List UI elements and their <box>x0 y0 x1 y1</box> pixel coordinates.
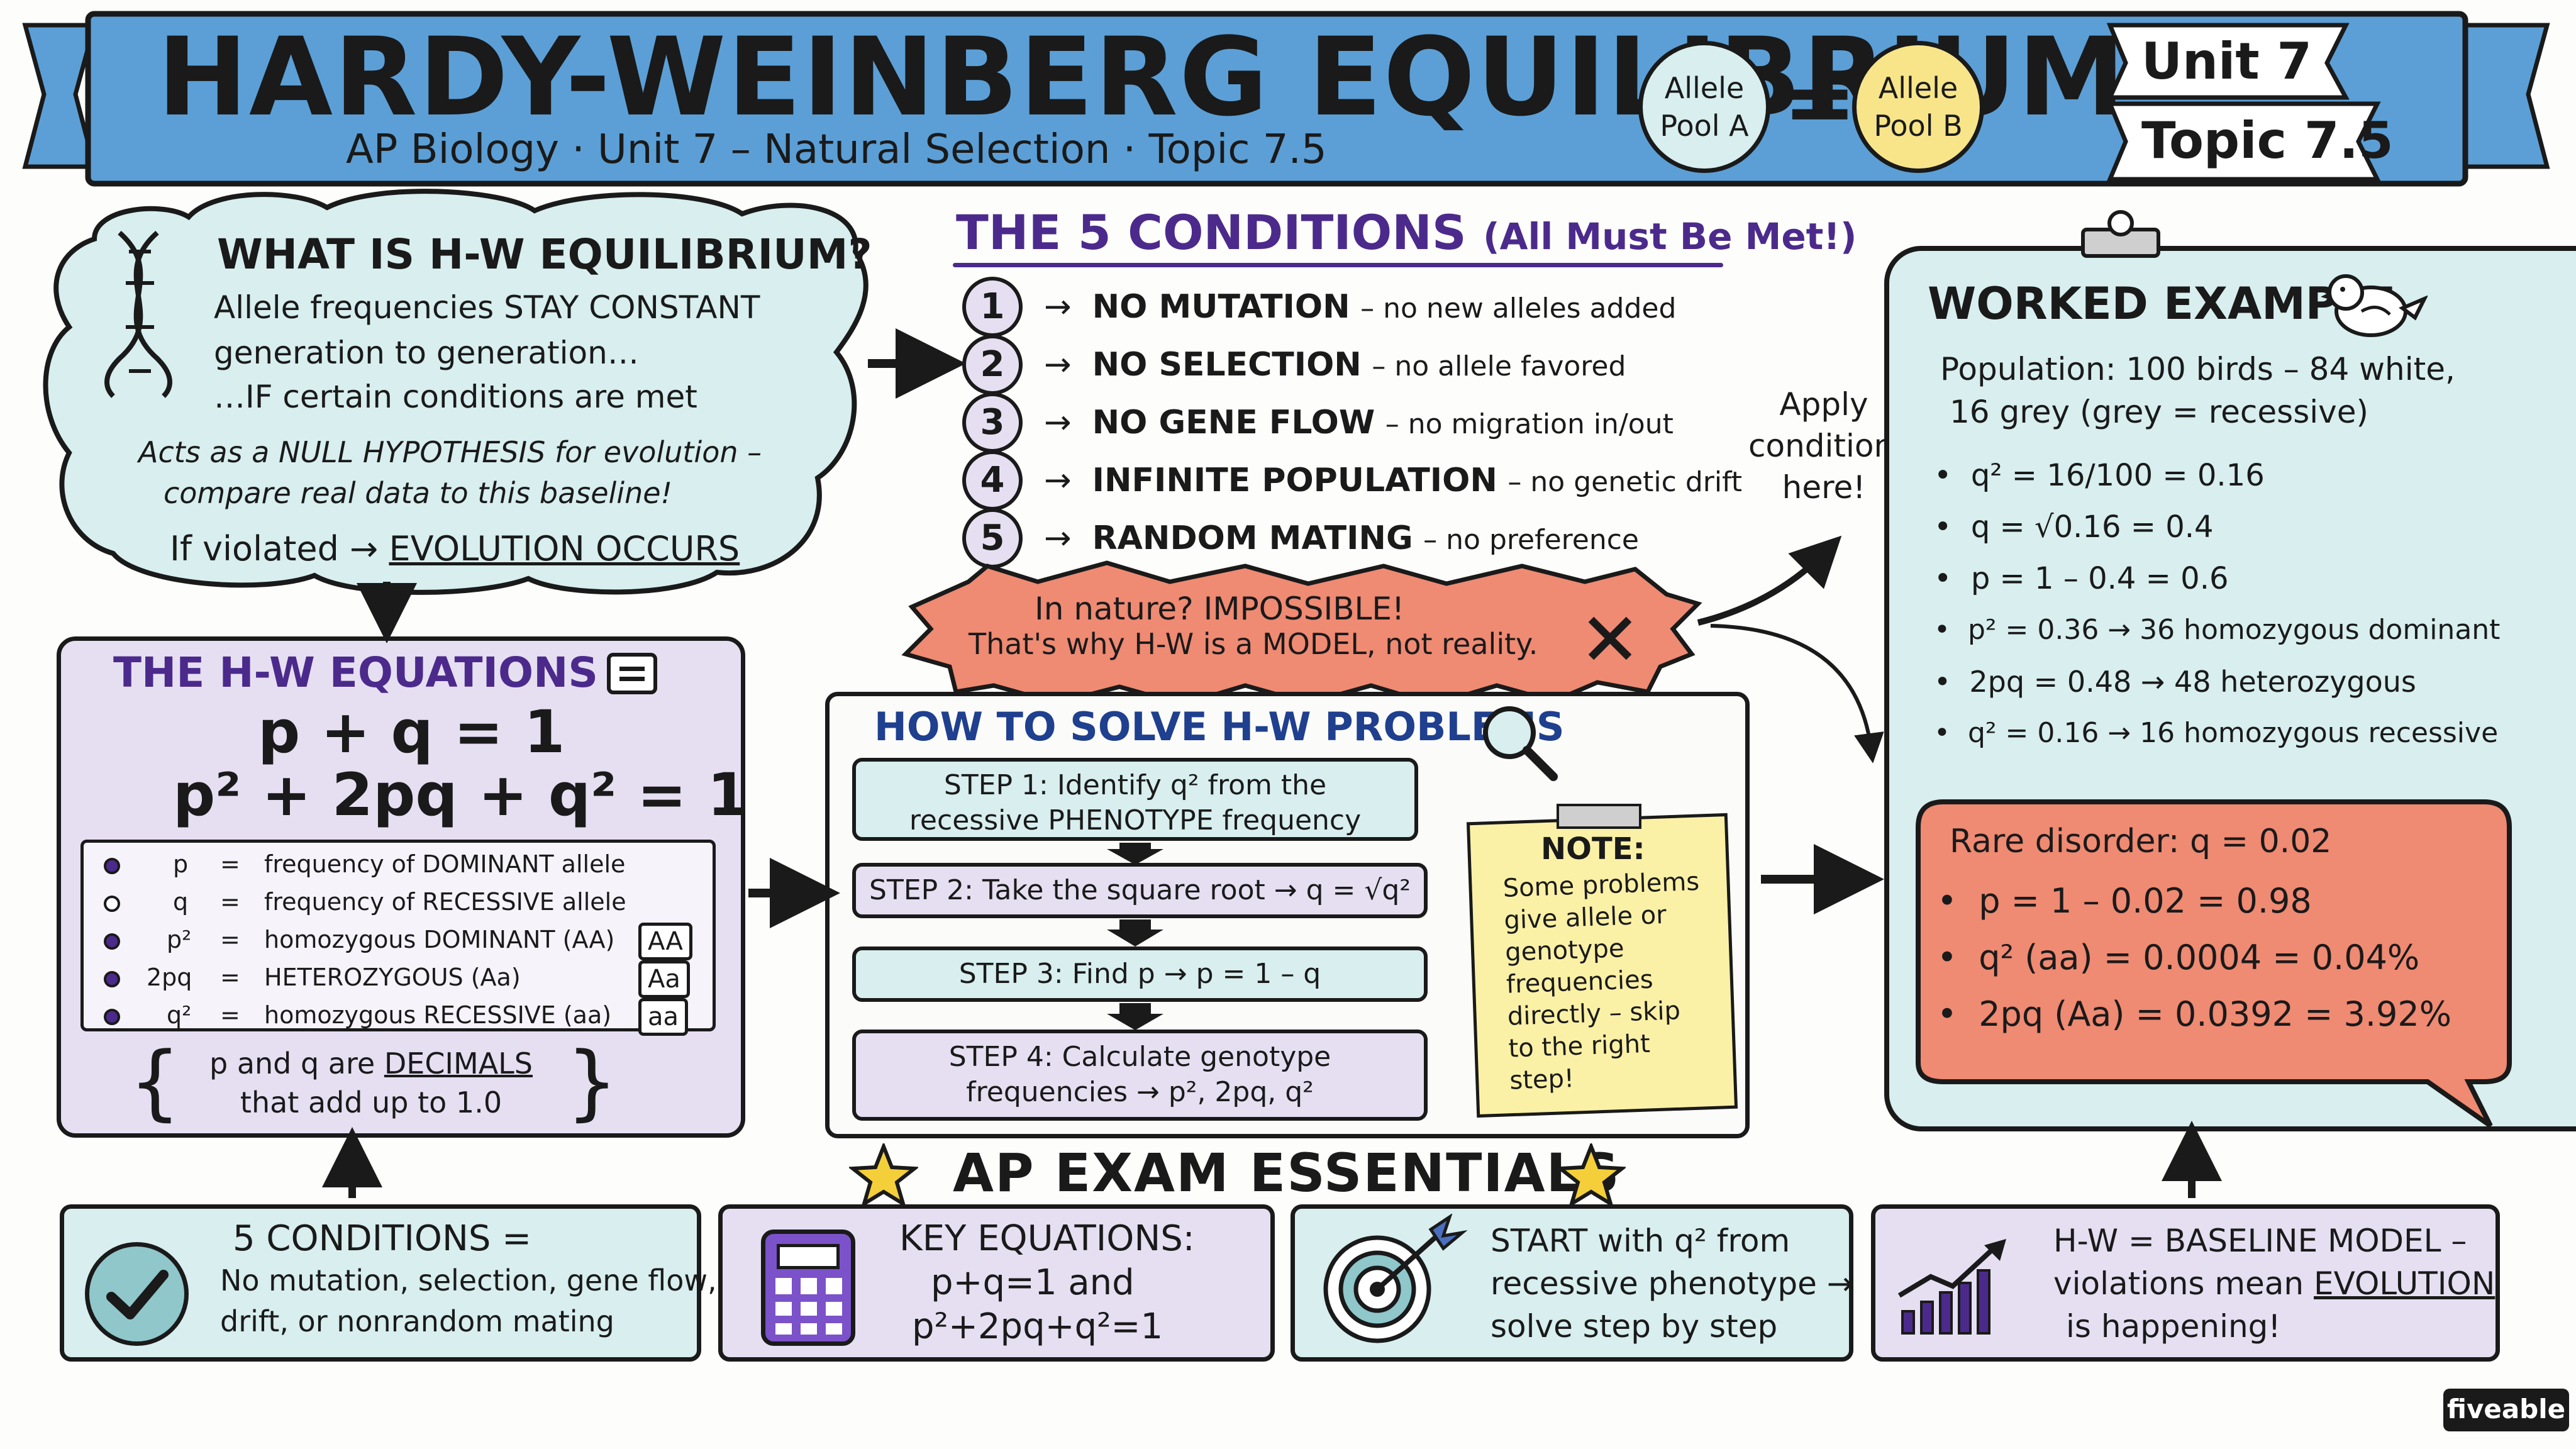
what-is-line1: Allele frequencies STAY CONSTANT <box>214 289 760 326</box>
condition-4: → INFINITE POPULATION – no genetic drift <box>1044 462 1743 499</box>
solve-step-3: STEP 3: Find p → p = 1 – q <box>852 947 1428 1002</box>
essential-1-line3: drift, or nonrandom mating <box>220 1304 614 1338</box>
condition-3-badge: 3 <box>962 392 1023 453</box>
essential-1-line1: 5 CONDITIONS = <box>233 1218 532 1259</box>
tag-AA: AA <box>638 923 692 960</box>
rare-steps: • p = 1 – 0.02 = 0.98 • q² (aa) = 0.0004… <box>1937 881 2452 1034</box>
essential-3-line2: recessive phenotype → <box>1491 1265 1853 1302</box>
essential-2-line2: p+q=1 and <box>931 1262 1135 1303</box>
legend-row-q: q = frequency of RECESSIVE allele <box>104 884 708 920</box>
dominant-dot <box>104 857 120 874</box>
condition-3: → NO GENE FLOW – no migration in/out <box>1044 404 1674 441</box>
example-step: • q² = 0.16 → 16 homozygous recessive <box>1934 717 2499 749</box>
example-intro-2: 16 grey (grey = recessive) <box>1950 394 2369 430</box>
example-step: • p² = 0.36 → 36 homozygous dominant <box>1934 614 2501 646</box>
calculator-icon <box>761 1230 855 1346</box>
essential-4-line2: violations mean EVOLUTION <box>2053 1265 2496 1302</box>
burst-line1: In nature? IMPOSSIBLE! <box>1035 591 1405 627</box>
essential-4-line1: H-W = BASELINE MODEL – <box>2053 1223 2467 1259</box>
checkmark-icon <box>85 1242 189 1346</box>
note-tape <box>1557 804 1641 829</box>
example-title: WORKED EXAMPLE <box>1928 278 2396 330</box>
essential-2-line3: p²+2pq+q²=1 <box>912 1306 1163 1347</box>
condition-1: → NO MUTATION – no new alleles added <box>1044 288 1677 326</box>
page-subtitle: AP Biology · Unit 7 – Natural Selection … <box>346 126 1327 173</box>
evolution-occurs: EVOLUTION OCCURS <box>389 529 740 569</box>
brace-open: { <box>129 1034 181 1130</box>
legend-row-2pq: 2pq = HETEROZYGOUS (Aa) Aa <box>104 959 708 998</box>
equation-1: p + q = 1 <box>258 698 565 767</box>
essential-2-line1: KEY EQUATIONS: <box>899 1218 1195 1259</box>
conditions-title-underline <box>953 263 1723 267</box>
essential-3-line3: solve step by step <box>1491 1308 1778 1345</box>
decimals-note: p and q are DECIMALS that add up to 1.0 <box>209 1046 533 1119</box>
dna-icon <box>104 230 172 398</box>
magnifier-icon <box>1483 706 1558 781</box>
what-is-title: WHAT IS H-W EQUILIBRIUM? <box>217 230 872 279</box>
conditions-title: THE 5 CONDITIONS (All Must Be Met!) <box>956 204 1857 260</box>
essential-3-line1: START with q² from <box>1491 1223 1790 1259</box>
equals-sign: = <box>1783 51 1857 153</box>
example-step: • 2pq = 0.48 → 48 heterozygous <box>1934 665 2416 699</box>
rare-title: Rare disorder: q = 0.02 <box>1950 823 2332 860</box>
essential-4-line3: is happening! <box>2066 1308 2281 1345</box>
essential-card-baseline <box>1871 1204 2500 1362</box>
tag-aa: aa <box>638 998 689 1036</box>
solve-step-2: STEP 2: Take the square root → q = √q² <box>852 863 1428 918</box>
example-intro-1: Population: 100 birds – 84 white, <box>1940 351 2455 387</box>
tag-Aa: Aa <box>638 960 690 998</box>
target-icon <box>1323 1214 1468 1343</box>
topic-tag: Topic 7.5 <box>2141 111 2394 170</box>
fiveable-logo: fiveable <box>2443 1389 2569 1431</box>
recessive-dot <box>104 895 120 912</box>
example-steps: • q² = 16/100 = 0.16 • q = √0.16 = 0.4 •… <box>1934 450 2576 759</box>
equations-legend <box>80 840 716 1031</box>
growth-chart-icon <box>1897 1239 2006 1335</box>
star-icon-left <box>849 1143 918 1206</box>
condition-4-badge: 4 <box>962 450 1023 511</box>
condition-5-badge: 5 <box>962 508 1023 569</box>
what-is-line4: Acts as a NULL HYPOTHESIS for evolution … <box>138 435 762 469</box>
essentials-title: AP EXAM ESSENTIALS <box>953 1142 1621 1204</box>
what-is-line3: …IF certain conditions are met <box>214 379 697 415</box>
condition-2-badge: 2 <box>962 335 1023 395</box>
note-title: NOTE: <box>1541 831 1645 867</box>
what-is-line6: If violated → EVOLUTION OCCURS <box>170 529 740 569</box>
star-icon-right <box>1557 1143 1626 1206</box>
equation-2: p² + 2pq + q² = 1 <box>173 761 748 830</box>
example-step: • q² = 16/100 = 0.16 <box>1934 458 2265 493</box>
condition-5: → RANDOM MATING – no preference <box>1044 519 1639 557</box>
bird-icon <box>2321 274 2428 337</box>
brace-close: } <box>566 1034 618 1130</box>
essential-1-line2: No mutation, selection, gene flow, <box>220 1263 717 1297</box>
legend-row-p2: p² = homozygous DOMINANT (AA) AA <box>104 921 708 960</box>
page-title: HARDY-WEINBERG EQUILIBRIUM <box>157 14 2127 140</box>
equals-icon <box>607 653 657 694</box>
legend-row-q2: q² = homozygous RECESSIVE (aa) aa <box>104 997 708 1036</box>
solve-title: HOW TO SOLVE H-W PROBLEMS <box>874 704 1565 750</box>
unit-tag: Unit 7 <box>2141 32 2312 91</box>
apply-note: Apply conditions here! <box>1748 386 1911 506</box>
what-is-line5: compare real data to this baseline! <box>164 476 672 510</box>
example-step: • q = √0.16 = 0.4 <box>1934 509 2214 545</box>
condition-2: → NO SELECTION – no allele favored <box>1044 346 1626 384</box>
what-is-line2: generation to generation… <box>214 335 639 371</box>
example-step: • p = 1 – 0.4 = 0.6 <box>1934 561 2229 596</box>
burst-line2: That's why H-W is a MODEL, not reality. <box>969 627 1538 661</box>
equations-title: THE H-W EQUATIONS <box>113 648 598 697</box>
legend-row-p: p = frequency of DOMINANT allele <box>104 846 708 882</box>
